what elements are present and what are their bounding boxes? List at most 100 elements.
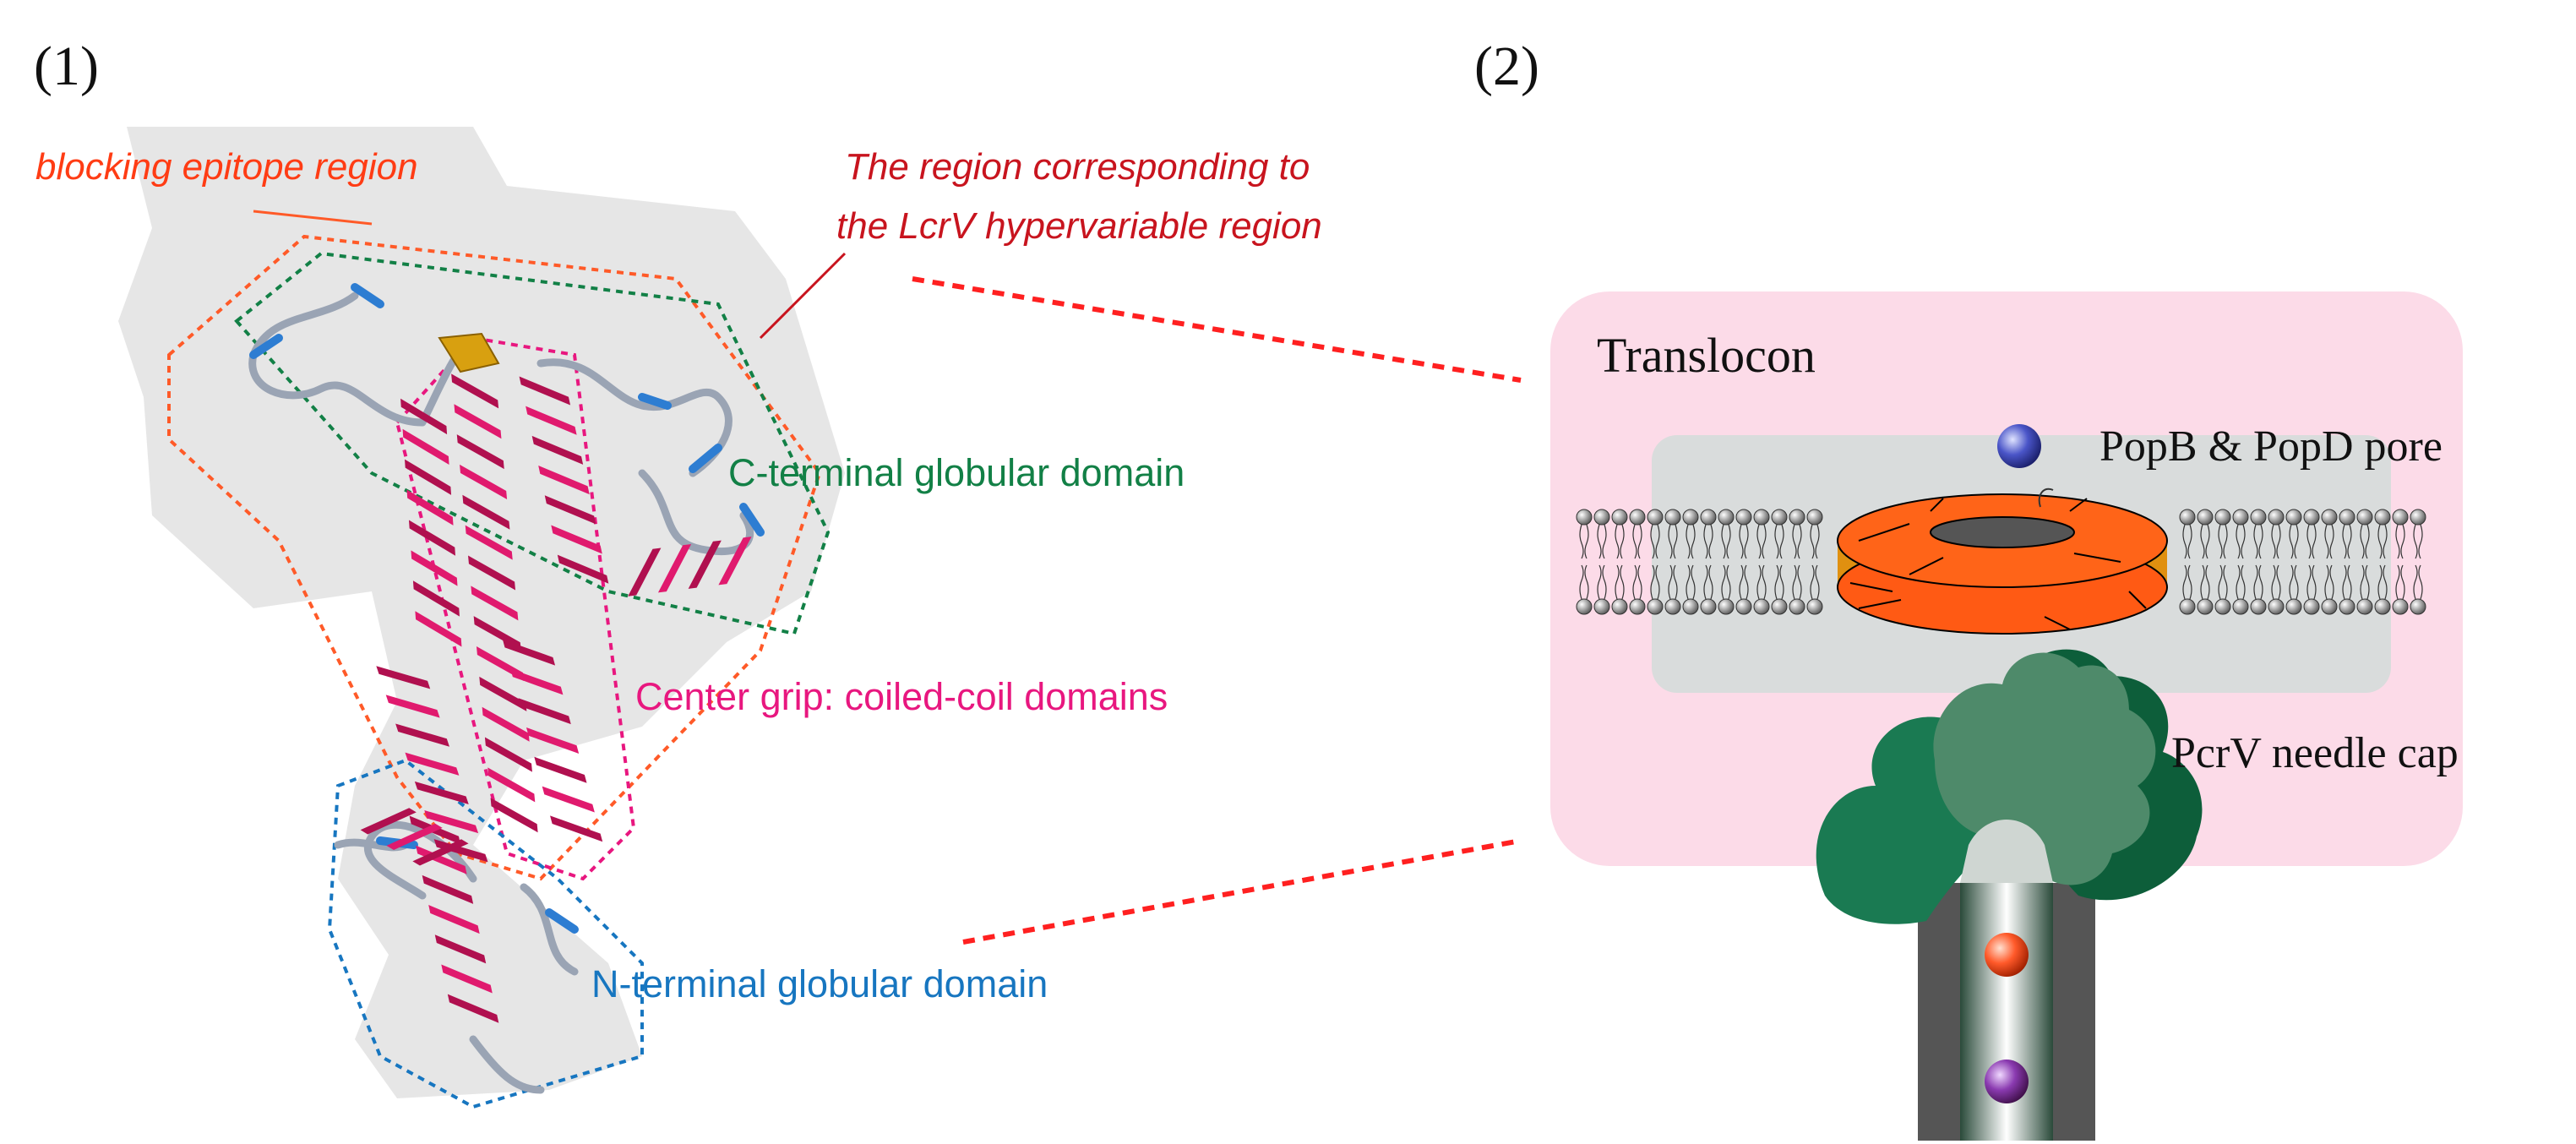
- gold-strand: [438, 332, 500, 373]
- helix-segment: [484, 737, 532, 772]
- helix-segment: [454, 404, 502, 439]
- lipid-head: [1611, 598, 1628, 615]
- lipid-head: [1593, 598, 1610, 615]
- lipid-tail: [1579, 564, 1589, 600]
- lipid-head: [1718, 509, 1735, 526]
- helix-segment: [490, 798, 538, 833]
- lipid-tail: [2200, 524, 2210, 559]
- lipid-head: [1611, 509, 1628, 526]
- lipid-tail: [1597, 524, 1607, 559]
- helices: [360, 373, 752, 1023]
- panel-1: (1): [34, 35, 1322, 1109]
- lipid-tail: [2271, 524, 2281, 559]
- lipid-head: [1593, 509, 1610, 526]
- lipid-tail: [1615, 524, 1625, 559]
- lipid-head: [1664, 598, 1681, 615]
- lipid-tail: [1703, 524, 1713, 559]
- helix-segment: [433, 839, 488, 863]
- label-hypervariable-2: the LcrV hypervariable region: [836, 205, 1322, 247]
- lipid-tail: [2218, 524, 2228, 559]
- c-terminal-outline: [234, 251, 831, 636]
- lipid-head: [2356, 509, 2373, 526]
- lipid-head: [1789, 598, 1805, 615]
- lipid-tail: [1632, 524, 1642, 559]
- lipid-tail: [2324, 524, 2334, 559]
- helix-segment: [551, 525, 602, 554]
- lipid-head: [2303, 509, 2320, 526]
- lipid-tail: [2360, 524, 2370, 559]
- lipid-head: [1700, 598, 1717, 615]
- lipid-tail: [1739, 564, 1749, 600]
- effector-blue-ball: [1997, 424, 2041, 468]
- lipid-tail: [1668, 524, 1678, 559]
- lipid-head: [2232, 509, 2249, 526]
- lipid-tail: [2324, 564, 2334, 600]
- lipid-tail: [2360, 564, 2370, 600]
- helix-segment: [550, 815, 603, 842]
- lipid-tail: [1597, 564, 1607, 600]
- lipid-tail: [1650, 564, 1660, 600]
- lipid-tail: [2413, 524, 2423, 559]
- helix-segment: [487, 767, 536, 803]
- lipid-tail: [1810, 524, 1820, 559]
- lipid-tail: [1756, 564, 1767, 600]
- lipid-head: [1735, 509, 1752, 526]
- popb-popd-pore: [1837, 488, 2168, 635]
- effector-purple-ball: [1985, 1060, 2029, 1103]
- lipid-tail: [2218, 564, 2228, 600]
- lipid-head: [2392, 598, 2409, 615]
- helix-segment: [456, 434, 504, 470]
- lipid-tail: [1686, 524, 1696, 559]
- lipid-tail: [2253, 524, 2263, 559]
- lipid-tail: [1579, 524, 1589, 559]
- lipid-tail: [1756, 524, 1767, 559]
- helix-segment: [688, 540, 722, 589]
- helix-segment: [534, 756, 587, 783]
- helix-segment: [519, 376, 571, 406]
- lipid-head: [2285, 509, 2302, 526]
- lipid-tail: [1650, 524, 1660, 559]
- helix-segment: [414, 781, 469, 805]
- lipid-tail: [1668, 564, 1678, 600]
- helix-segment: [465, 525, 513, 560]
- lipid-head: [1647, 509, 1664, 526]
- lipid-tail: [2236, 564, 2246, 600]
- label-hypervariable-1: The region corresponding to: [845, 146, 1310, 188]
- label-center-grip: Center grip: coiled-coil domains: [635, 675, 1168, 718]
- lipid-head: [1682, 598, 1699, 615]
- helix-segment: [557, 554, 609, 584]
- lipid-tail: [1721, 564, 1731, 600]
- lipid-head: [1771, 598, 1788, 615]
- helix-segment: [510, 668, 564, 695]
- label-pore: PopB & PopD pore: [2099, 422, 2443, 471]
- lipid-tail: [2395, 564, 2405, 600]
- helix-segment: [460, 464, 508, 499]
- helix-segment: [718, 537, 752, 586]
- lipid-head: [2214, 598, 2231, 615]
- helix-segment: [405, 459, 452, 495]
- helix-segment: [376, 666, 431, 689]
- lipid-tail: [1721, 524, 1731, 559]
- lipid-bilayer: [1576, 509, 2426, 615]
- lipid-head: [2250, 598, 2267, 615]
- label-blocking-epitope: blocking epitope region: [35, 146, 418, 188]
- lipid-head: [2179, 598, 2196, 615]
- panel-2: (2) Translocon: [1474, 35, 2463, 1141]
- lipid-head: [1771, 509, 1788, 526]
- lipid-head: [1647, 598, 1664, 615]
- helix-segment: [462, 494, 510, 530]
- lipid-tail: [1792, 524, 1802, 559]
- n-terminal-outline: [327, 758, 644, 1109]
- lipid-head: [1664, 509, 1681, 526]
- connector-bottom: [962, 838, 1522, 945]
- lipid-head: [2179, 509, 2196, 526]
- lipid-tail: [2306, 564, 2317, 600]
- lipid-tail: [2306, 524, 2317, 559]
- lipid-tail: [2200, 564, 2210, 600]
- helix-segment: [424, 809, 479, 834]
- helix-segment: [415, 611, 462, 647]
- helix-segment: [412, 839, 469, 866]
- lipid-head: [2214, 509, 2231, 526]
